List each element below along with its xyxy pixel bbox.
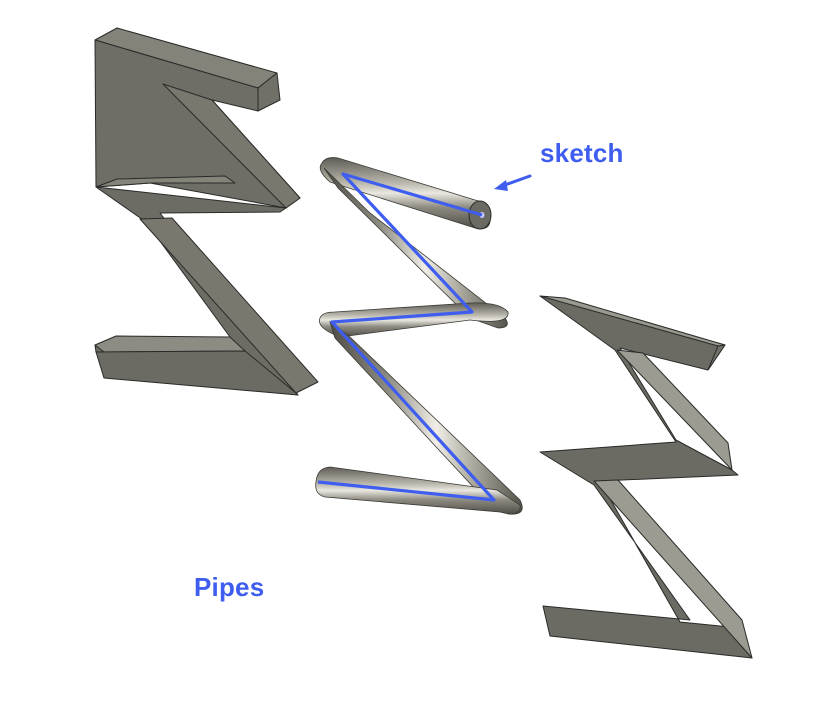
pipe-zigzag-with-sketch xyxy=(315,157,523,515)
sketch-path xyxy=(317,172,496,502)
triangle-profile-zigzag xyxy=(539,295,753,659)
pipes-label: Pipes xyxy=(194,572,265,602)
sketch-arrow xyxy=(494,174,532,191)
sketch-label: sketch xyxy=(540,138,624,168)
square-profile-zigzag xyxy=(94,27,319,396)
